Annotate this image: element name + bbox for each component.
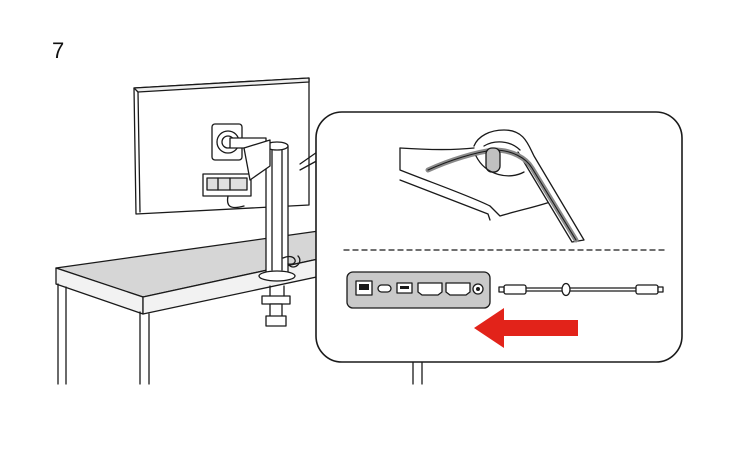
usb-c-port-icon [377,284,392,293]
monitor-arm [243,139,301,327]
usb-c-cable-icon [498,282,664,297]
hdmi-port-icon [445,282,471,296]
monitor-back [133,77,310,215]
detail-callout [315,111,683,363]
insert-arrow-icon [474,308,578,348]
step-number: 7 [52,38,65,63]
hdmi-port-icon [417,282,443,296]
io-port-panel [346,271,491,309]
cable-clip-detail [399,129,585,243]
